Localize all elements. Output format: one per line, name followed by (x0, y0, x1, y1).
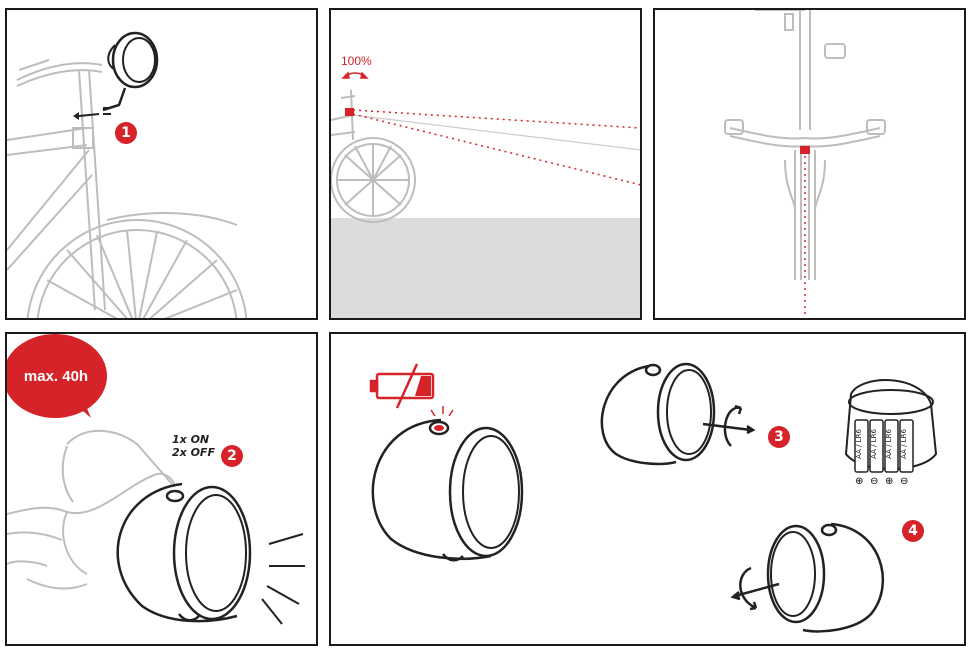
lamp-icon (73, 31, 159, 120)
battery-pack (854, 419, 914, 473)
battery-label-1: AA / LR6 (854, 429, 863, 459)
step-4-badge: 4 (902, 520, 924, 542)
panel-front-view (653, 8, 966, 320)
panel-power-switch: max. 40h 1x ON 2x OFF 2 (5, 332, 318, 646)
mounting-illustration (7, 31, 248, 318)
runtime-label: max. 40h (23, 368, 89, 385)
battery-polarity-4: ⊖ (900, 476, 909, 487)
step-1-badge: 1 (115, 122, 137, 144)
lamp-rotate-icon (600, 362, 716, 466)
panel-mounting: 1 (5, 8, 318, 320)
lamp-icon (371, 418, 524, 562)
battery-polarity-2: ⊖ (870, 476, 879, 487)
beam-illustration (331, 71, 640, 318)
lamp-icon (116, 482, 252, 623)
switch-illustration (7, 334, 305, 625)
front-view-illustration (724, 10, 886, 318)
rotate-arrow-icon-2 (730, 566, 780, 611)
beam-percent-label: 100% (341, 54, 372, 68)
battery-illustration (369, 362, 938, 633)
rotate-arrow-icon (702, 404, 756, 447)
lamp-close-icon (766, 522, 885, 633)
battery-label-2: AA / LR6 (869, 429, 878, 459)
runtime-bubble (7, 334, 107, 418)
switch-off-label: 2x OFF (172, 446, 215, 459)
low-battery-icon (369, 363, 435, 409)
step-2-badge: 2 (221, 445, 243, 467)
battery-polarity-1: ⊕ (855, 476, 864, 487)
battery-label-4: AA / LR6 (899, 429, 908, 459)
double-arrow-icon (341, 71, 369, 79)
battery-label-3: AA / LR6 (884, 429, 893, 459)
step-3-badge: 3 (768, 426, 790, 448)
panel-battery-replacement: 3 4 AA / LR6 AA / LR6 AA / LR6 AA / LR6 … (329, 332, 966, 646)
panel-beam-angle: 100% (329, 8, 642, 320)
battery-polarity-3: ⊕ (885, 476, 894, 487)
switch-on-label: 1x ON (172, 433, 210, 446)
